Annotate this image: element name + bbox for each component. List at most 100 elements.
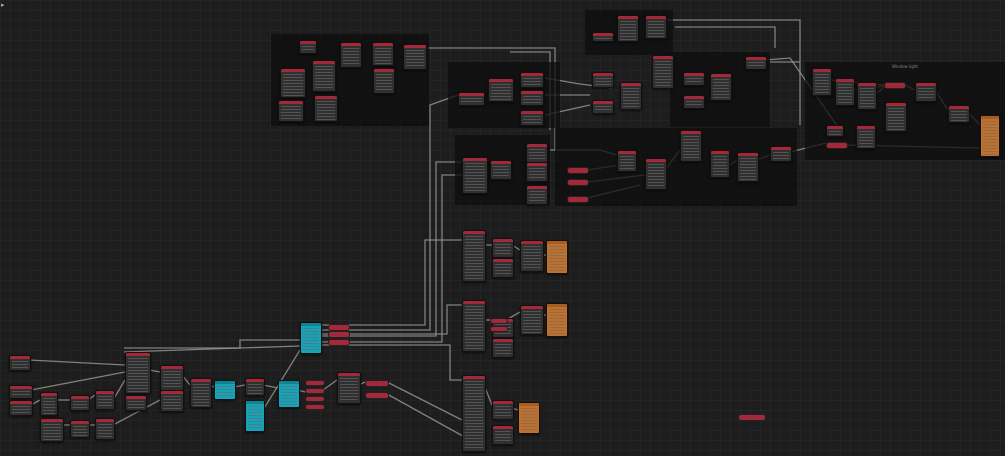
node-header[interactable] [215, 381, 235, 384]
shader-node[interactable] [592, 100, 614, 114]
node-header[interactable] [10, 386, 32, 389]
node-header[interactable] [527, 163, 547, 166]
node-header[interactable] [341, 43, 361, 46]
node-header[interactable] [684, 96, 704, 99]
node-header[interactable] [886, 103, 906, 106]
shader-node[interactable] [462, 230, 486, 282]
shader-node[interactable] [520, 240, 544, 272]
node-header[interactable] [459, 93, 484, 96]
node-header[interactable] [489, 79, 513, 82]
node-header[interactable] [71, 421, 89, 424]
shader-node[interactable] [458, 92, 485, 106]
shader-node[interactable] [710, 73, 732, 101]
node-header[interactable] [621, 83, 641, 86]
node-header[interactable] [126, 353, 150, 356]
node-header[interactable] [96, 419, 114, 422]
shader-node[interactable] [40, 418, 64, 442]
shader-node[interactable] [526, 162, 548, 182]
reroute-node[interactable] [490, 326, 508, 332]
node-header[interactable] [681, 131, 701, 134]
node-header[interactable] [684, 73, 704, 76]
shader-node[interactable] [403, 44, 427, 70]
node-header[interactable] [463, 376, 485, 379]
node-header[interactable] [301, 323, 321, 326]
node-header[interactable] [836, 79, 854, 82]
shader-node[interactable] [645, 158, 667, 190]
node-header[interactable] [404, 45, 426, 48]
shader-node[interactable] [652, 55, 674, 89]
node-header[interactable] [857, 126, 875, 129]
node-header[interactable] [618, 16, 638, 19]
shader-node[interactable] [683, 95, 705, 109]
shader-node[interactable] [948, 105, 970, 123]
node-header[interactable] [827, 126, 843, 129]
node-header[interactable] [653, 56, 673, 59]
reroute-node[interactable] [305, 388, 325, 394]
shader-node[interactable] [492, 400, 514, 420]
shader-node[interactable] [770, 146, 792, 162]
node-header[interactable] [10, 356, 30, 359]
shader-node[interactable] [125, 395, 147, 411]
reroute-node[interactable] [365, 392, 389, 399]
reroute-node[interactable] [328, 331, 350, 338]
node-header[interactable] [521, 73, 543, 76]
shader-node[interactable] [160, 390, 184, 412]
shader-node[interactable] [710, 150, 730, 178]
node-header[interactable] [593, 73, 613, 76]
shader-node[interactable] [9, 400, 33, 416]
node-header[interactable] [41, 419, 63, 422]
node-header[interactable] [593, 33, 613, 36]
shader-node[interactable] [340, 42, 362, 68]
node-header[interactable] [527, 144, 547, 147]
shader-node[interactable] [312, 60, 336, 92]
shader-node[interactable] [520, 305, 544, 335]
shader-node[interactable] [680, 130, 702, 162]
node-header[interactable] [547, 304, 567, 307]
node-header[interactable] [813, 69, 831, 72]
shader-node[interactable] [520, 90, 544, 106]
shader-node[interactable] [857, 82, 877, 110]
shader-node[interactable] [125, 352, 151, 394]
node-header[interactable] [593, 101, 613, 104]
node-header[interactable] [279, 101, 303, 104]
shader-node[interactable] [526, 143, 548, 163]
node-header[interactable] [463, 301, 485, 304]
shader-node[interactable] [737, 152, 759, 182]
node-header[interactable] [96, 391, 114, 394]
shader-node[interactable] [812, 68, 832, 96]
node-header[interactable] [521, 111, 543, 114]
shader-node[interactable] [885, 102, 907, 132]
shader-node[interactable] [835, 78, 855, 106]
output-node[interactable] [518, 402, 540, 434]
node-header[interactable] [547, 241, 567, 244]
node-header[interactable] [711, 74, 731, 77]
shader-node[interactable] [826, 125, 844, 137]
group-node[interactable] [300, 322, 322, 354]
shader-node[interactable] [70, 420, 90, 438]
shader-node[interactable] [373, 68, 395, 94]
node-header[interactable] [338, 373, 360, 376]
reroute-node[interactable] [365, 380, 389, 387]
node-header[interactable] [491, 161, 511, 164]
reroute-node[interactable] [567, 196, 589, 203]
node-header[interactable] [493, 401, 513, 404]
shader-node[interactable] [592, 72, 614, 88]
shader-node[interactable] [492, 425, 514, 445]
node-header[interactable] [313, 61, 335, 64]
node-frame[interactable] [555, 128, 797, 206]
shader-node[interactable] [592, 32, 614, 42]
node-header[interactable] [279, 381, 299, 384]
shader-node[interactable] [620, 82, 642, 110]
node-header[interactable] [493, 426, 513, 429]
node-header[interactable] [10, 401, 32, 404]
output-node[interactable] [546, 240, 568, 274]
node-header[interactable] [949, 106, 969, 109]
shader-node[interactable] [492, 238, 514, 258]
shader-node[interactable] [9, 385, 33, 399]
shader-node[interactable] [95, 390, 115, 410]
node-header[interactable] [646, 159, 666, 162]
shader-node[interactable] [617, 15, 639, 42]
shader-node[interactable] [520, 110, 544, 126]
shader-node[interactable] [745, 56, 767, 70]
node-header[interactable] [493, 259, 513, 262]
